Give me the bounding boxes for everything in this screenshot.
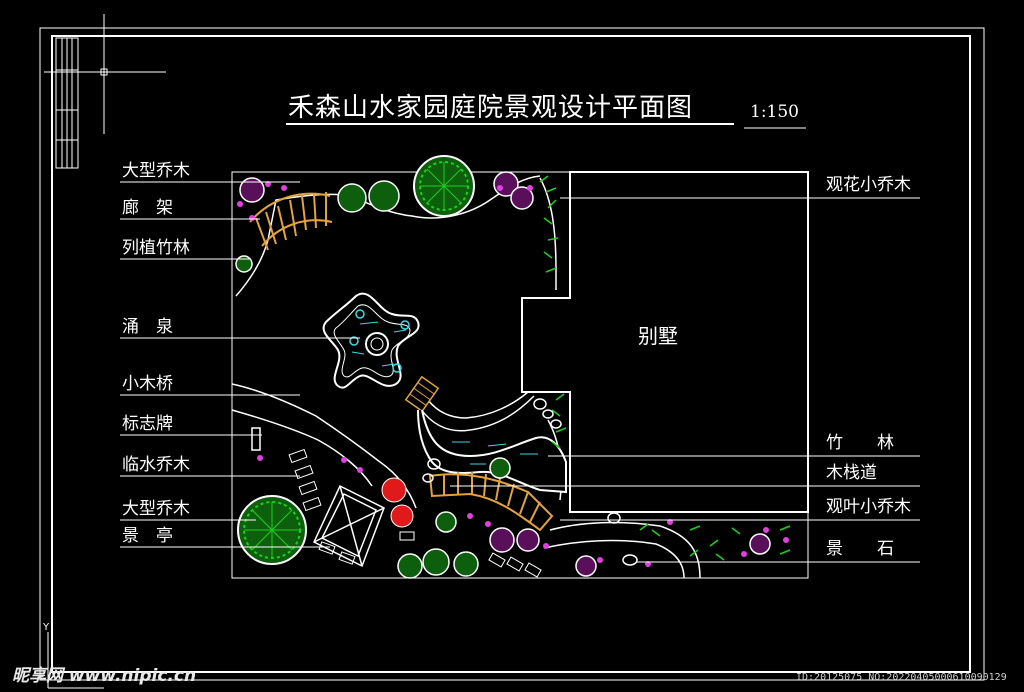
- left-label-2: 列植竹林: [122, 238, 190, 258]
- shrub-clusters: [235, 180, 511, 579]
- ucs-icon: Y: [42, 622, 104, 689]
- leader-lines: [120, 181, 920, 563]
- drawing-frame: [39, 27, 985, 681]
- pavilion: [313, 484, 385, 568]
- pergola: [249, 192, 333, 251]
- stream: [417, 409, 567, 494]
- watermark-id: ID:20125075 NO:20220405000610090129: [796, 672, 1007, 683]
- right-label-1: 竹 林: [826, 433, 894, 453]
- left-label-6: 临水乔木: [122, 455, 190, 475]
- crosshair-cursor: [44, 14, 166, 134]
- waterside-trees: [381, 477, 414, 528]
- right-label-3: 观叶小乔木: [826, 497, 911, 517]
- villa-label: 别墅: [638, 324, 678, 348]
- large-tree-top: [413, 155, 475, 217]
- flower-accents: [237, 181, 789, 567]
- left-label-8: 景 亭: [122, 526, 173, 546]
- boardwalk: [428, 472, 554, 532]
- left-label-0: 大型乔木: [122, 161, 190, 181]
- villa-building: [521, 171, 809, 513]
- large-tree-bottom: [237, 495, 307, 565]
- right-label-0: 观花小乔木: [826, 175, 911, 195]
- left-label-4: 小木桥: [122, 374, 173, 394]
- left-label-7: 大型乔木: [122, 499, 190, 519]
- left-label-5: 标志牌: [122, 414, 173, 434]
- left-label-1: 廊 架: [122, 198, 173, 218]
- small-wooden-bridge: [404, 375, 440, 413]
- plan-title: 禾森山水家园庭院景观设计平面图: [288, 93, 693, 123]
- watermark-site: 昵享网 www.nipic.cn: [12, 666, 196, 686]
- title-block-strip: [55, 37, 79, 169]
- landscape-rocks: [422, 398, 638, 566]
- stepping-stones: [288, 448, 542, 578]
- scale-label: 1:150: [750, 102, 799, 122]
- signboard: [251, 427, 261, 451]
- left-label-3: 涌 泉: [122, 317, 173, 337]
- right-label-4: 景 石: [826, 539, 894, 559]
- bamboo-groves: [539, 175, 791, 561]
- right-label-2: 木栈道: [826, 463, 877, 483]
- svg-text:Y: Y: [42, 622, 50, 633]
